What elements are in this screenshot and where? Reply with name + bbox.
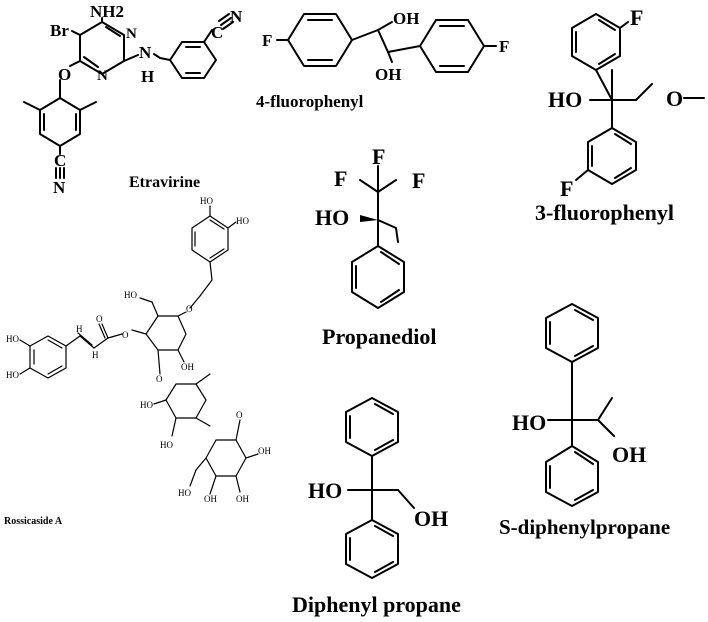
fluorophenyl4-oh-bottom: OH: [375, 65, 401, 84]
rossicaside-ho-6: HO: [6, 370, 19, 380]
fluorophenyl4-oh-top: OH: [393, 9, 419, 28]
fluorophenyl3-caption: 3-fluorophenyl: [535, 200, 674, 225]
etravirine-nh2-label: NH2: [90, 2, 124, 21]
diphenylpropane-caption: Diphenyl propane: [292, 592, 461, 617]
etravirine-br-label: Br: [50, 21, 69, 40]
etravirine-nh-n-label: N: [139, 43, 152, 62]
rossicaside-o-3: O: [96, 314, 103, 324]
rossicaside-o-5: O: [236, 410, 243, 420]
rossicaside-ho-5: HO: [6, 334, 19, 344]
fluorophenyl3-f-top: F: [630, 5, 643, 30]
etravirine-structure: NH2 Br O N N N H C N C N Etravirine: [23, 2, 243, 197]
fluorophenyl4-f-left: F: [262, 31, 272, 50]
etravirine-n1-label: N: [126, 26, 137, 42]
rossicaside-oh-9: OH: [258, 446, 271, 456]
rossicaside-ho-8: HO: [160, 440, 173, 450]
fluorophenyl4-caption: 4-fluorophenyl: [256, 92, 364, 111]
etravirine-nh-h-label: H: [141, 67, 154, 86]
sdiphenylpropane-caption: S-diphenylpropane: [499, 515, 670, 539]
fluorophenyl3-f-bottom: F: [560, 176, 573, 201]
fluorophenyl4-structure: F OH OH F 4-fluorophenyl: [256, 9, 509, 111]
rossicaside-oh-1: HO: [200, 196, 213, 206]
rossicaside-oh-10: OH: [236, 494, 249, 504]
fluorophenyl3-o: O: [666, 86, 683, 111]
propanediol-f-left: F: [334, 166, 347, 191]
diphenylpropane-oh: OH: [414, 506, 448, 531]
rossicaside-ho-7: HO: [140, 400, 153, 410]
rossicaside-ho-12: HO: [178, 488, 191, 498]
propanediol-f-top: F: [372, 144, 385, 169]
propanediol-structure: F F F HO Propanediol: [315, 144, 437, 349]
rossicaside-oh-11: OH: [204, 494, 217, 504]
rossicaside-o-2: O: [122, 330, 129, 340]
etravirine-n2-label: N: [97, 68, 108, 84]
rossicaside-h-1: H: [76, 324, 83, 334]
etravirine-nitrile-c-bottom: C: [54, 151, 66, 170]
fluorophenyl4-f-right: F: [499, 37, 509, 56]
etravirine-caption: Etravirine: [129, 174, 200, 191]
rossicaside-ho-3: HO: [124, 290, 137, 300]
propanediol-ho: HO: [315, 205, 349, 230]
etravirine-nitrile-n-bottom: N: [53, 178, 66, 197]
sdiphenylpropane-structure: HO OH S-diphenylpropane: [499, 303, 670, 539]
rossicaside-structure: HO HO HO O OH O O H H HO HO O HO HO O OH…: [4, 196, 271, 527]
etravirine-o-label: O: [58, 65, 71, 84]
propanediol-caption: Propanediol: [322, 324, 437, 349]
rossicaside-oh-2: HO: [236, 216, 249, 226]
rossicaside-o-1: O: [186, 304, 193, 314]
diphenylpropane-ho: HO: [308, 478, 342, 503]
sdiphenylpropane-oh: OH: [612, 442, 646, 467]
rossicaside-o-4: O: [156, 374, 163, 384]
fluorophenyl3-ho: HO: [548, 87, 582, 112]
rossicaside-h-2: H: [92, 350, 99, 360]
rossicaside-caption: Rossicaside A: [4, 516, 63, 527]
rossicaside-oh-4: OH: [181, 362, 194, 372]
etravirine-nitrile-n-right: N: [230, 7, 243, 26]
fluorophenyl3-structure: F HO O F 3-fluorophenyl: [535, 5, 705, 225]
sdiphenylpropane-ho: HO: [512, 410, 546, 435]
etravirine-nitrile-c-right: C: [211, 23, 223, 42]
propanediol-f-right: F: [412, 168, 425, 193]
diphenylpropane-structure: HO OH Diphenyl propane: [292, 397, 461, 617]
